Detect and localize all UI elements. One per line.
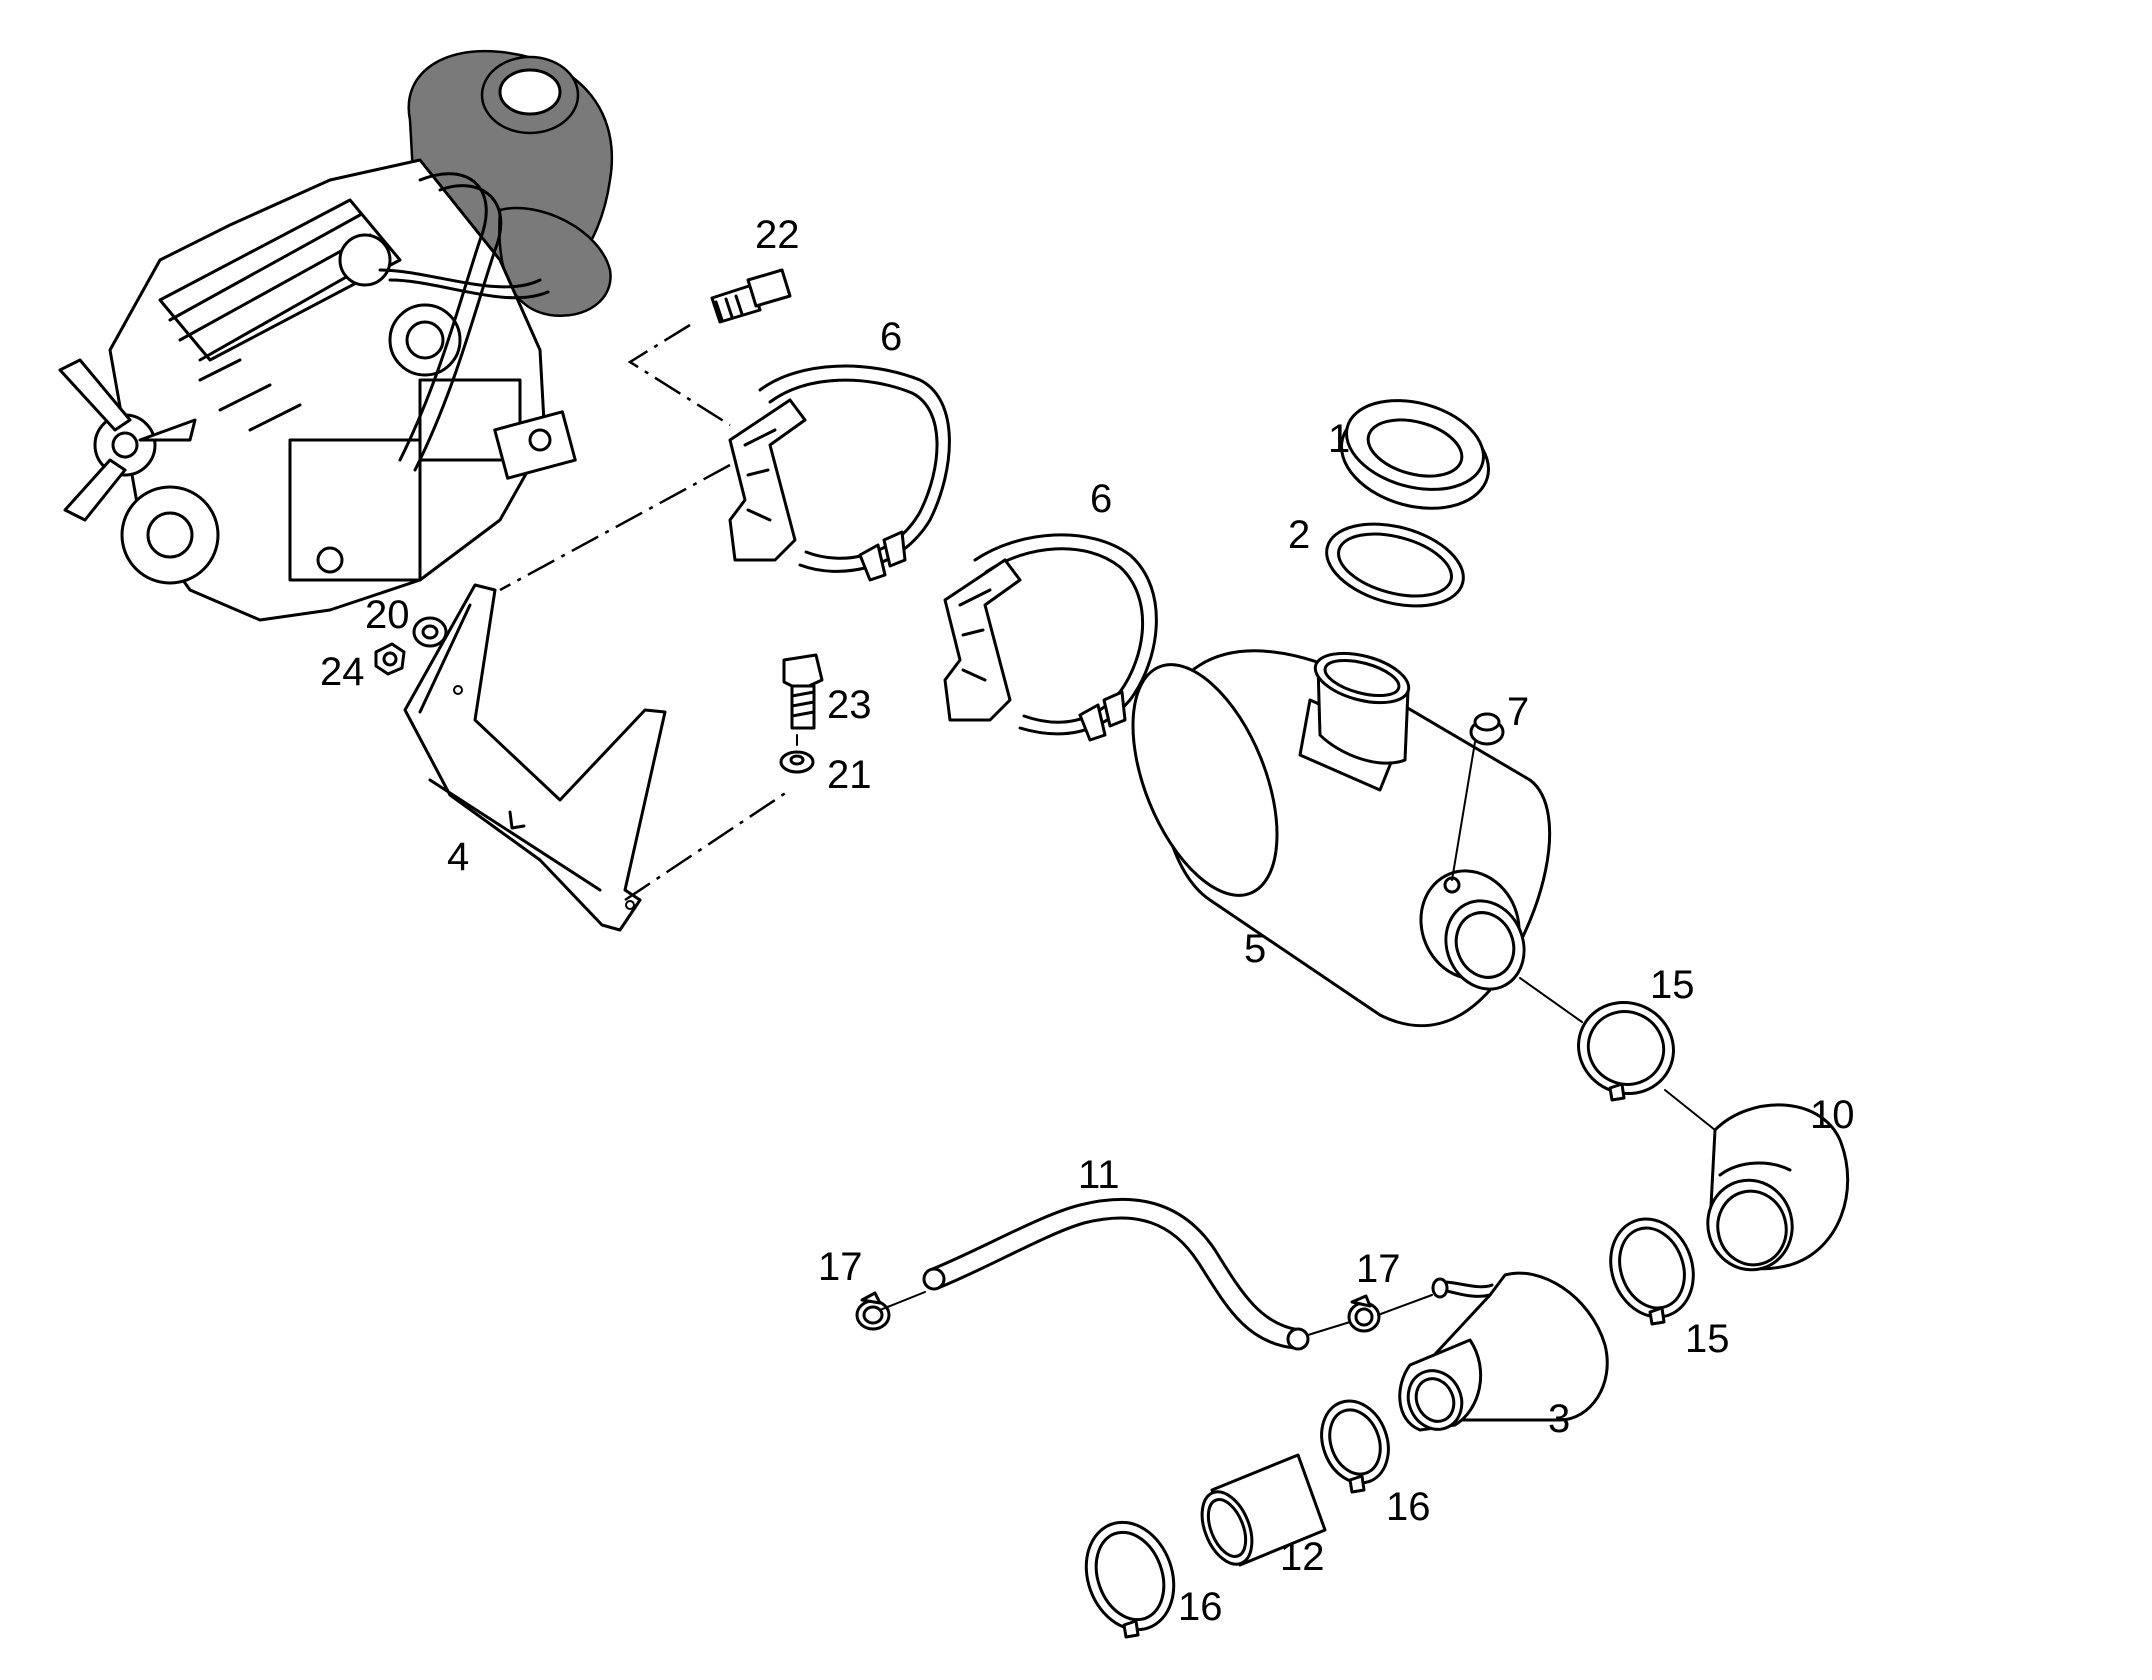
label-4: 4 (447, 835, 469, 879)
label-17b: 17 (1356, 1247, 1401, 1291)
label-15b: 15 (1685, 1317, 1730, 1361)
vent-hose-11 (922, 1197, 1310, 1351)
gasket-1 (1339, 399, 1491, 510)
air-intake-reducer-3 (1398, 1271, 1609, 1432)
hose-clamp-16b (1084, 1520, 1176, 1639)
label-6a: 6 (880, 315, 902, 359)
small-clamp-17b (1347, 1294, 1381, 1333)
hose-clamp-16a (1320, 1399, 1390, 1494)
hose-sleeve-12 (1200, 1453, 1327, 1567)
label-12: 12 (1280, 1535, 1325, 1579)
elbow-hose-10 (1706, 1103, 1850, 1272)
label-20: 20 (365, 593, 410, 637)
hose-clamp-15b (1609, 1217, 1695, 1326)
label-24: 24 (320, 650, 365, 694)
label-6b: 6 (1090, 477, 1112, 521)
label-23: 23 (827, 683, 872, 727)
engine-illustration (58, 50, 614, 622)
washer-21 (779, 750, 815, 774)
label-5: 5 (1244, 927, 1266, 971)
label-3: 3 (1548, 1397, 1570, 1441)
label-15a: 15 (1650, 963, 1695, 1007)
label-22: 22 (755, 213, 800, 257)
nut-24 (374, 642, 406, 676)
mounting-bracket-4 (403, 583, 667, 932)
label-10: 10 (1810, 1093, 1855, 1137)
plug-7 (1469, 712, 1505, 746)
small-clamp-17a (855, 1291, 891, 1331)
hose-clamp-15a (1577, 1000, 1675, 1102)
gasket-2 (1325, 522, 1465, 608)
washer-20 (412, 616, 448, 648)
clamp-band-6a (728, 364, 951, 582)
label-7: 7 (1507, 690, 1529, 734)
label-16b: 16 (1178, 1585, 1223, 1629)
air-filter-housing-5 (1131, 649, 1552, 1028)
label-21: 21 (827, 753, 872, 797)
label-2: 2 (1288, 513, 1310, 557)
label-1: 1 (1328, 417, 1350, 461)
leader-lines (499, 323, 1716, 1336)
bolt-22 (710, 268, 792, 324)
label-17a: 17 (818, 1245, 863, 1289)
bolt-23 (782, 653, 824, 730)
clamp-band-6b (943, 533, 1158, 742)
label-11: 11 (1078, 1153, 1120, 1197)
part-labels: 1 2 3 4 5 6 6 7 10 11 12 15 15 16 16 17 … (320, 213, 1855, 1629)
label-16a: 16 (1386, 1485, 1431, 1529)
